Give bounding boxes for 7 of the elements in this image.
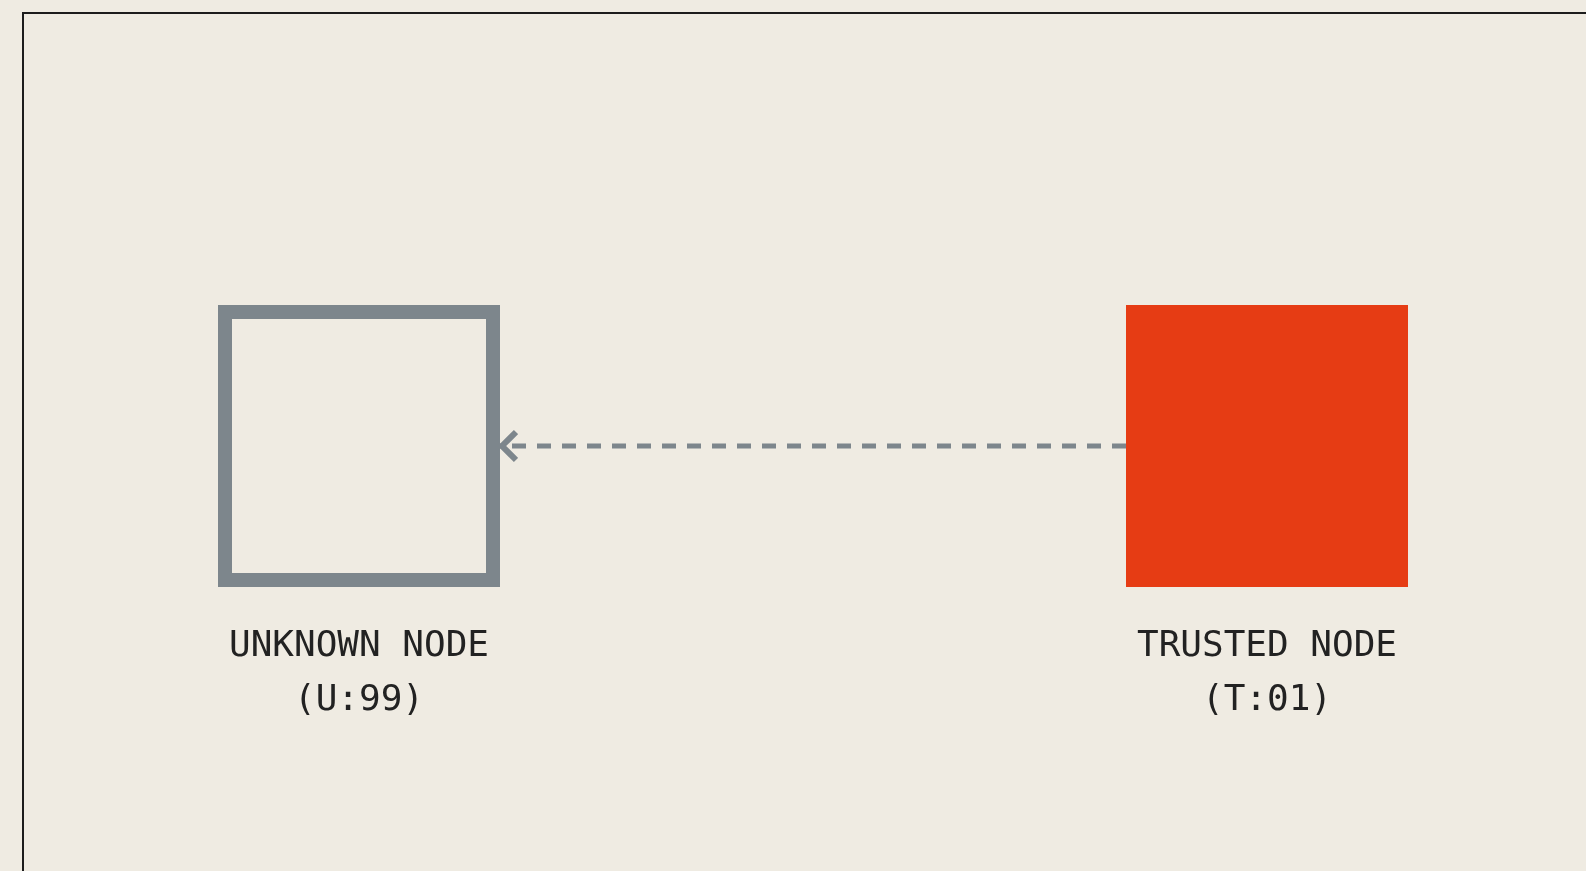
node-label: (T:01) <box>1201 676 1332 720</box>
dashed-arrow <box>499 429 1126 463</box>
outlined-square <box>218 305 500 587</box>
node-label: TRUSTED NODE <box>1136 622 1398 666</box>
node-label: UNKNOWN NODE <box>228 622 490 666</box>
node-label: (U:99) <box>293 676 424 720</box>
filled-square <box>1126 305 1408 587</box>
